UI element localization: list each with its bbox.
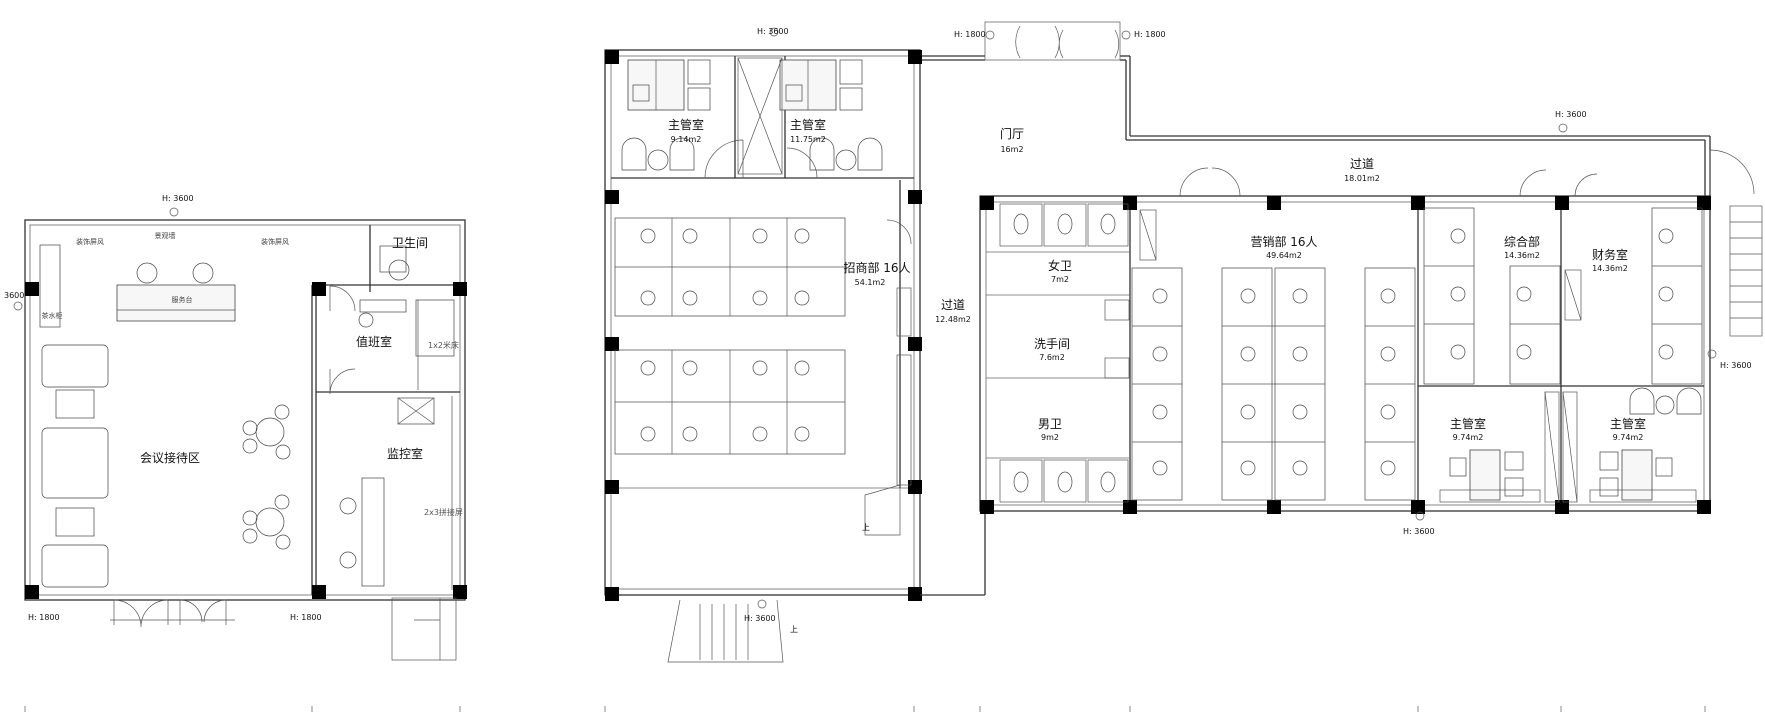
room-label-corridor-1: 过道: [941, 298, 965, 312]
elevation-mid-bottom: H: 3600: [744, 614, 776, 623]
room-label-mgr-3: 主管室: [1450, 416, 1486, 431]
room-area-mgr-3: 9.74m2: [1453, 433, 1484, 442]
room-area-mgr-2: 11.75m2: [790, 135, 826, 144]
elevation-left-top: H: 3600: [162, 194, 194, 203]
room-label-washroom: 洗手间: [1034, 337, 1070, 351]
room-area-finance: 14.36m2: [1592, 264, 1628, 273]
room-area-mgr-1: 9.14m2: [671, 135, 702, 144]
note-display: 景观墙: [155, 231, 176, 240]
room-area-lobby: 16m2: [1000, 145, 1023, 154]
elevation-door-left: H: 1800: [954, 30, 986, 39]
room-label-investment: 招商部 16人: [843, 260, 910, 275]
room-area-corridor-1: 12.48m2: [935, 315, 971, 324]
grid-ticks: [24, 706, 1706, 712]
elevation-left-side: 3600: [4, 291, 24, 300]
room-label-finance: 财务室: [1592, 247, 1628, 262]
elevation-left-bottom-1: H: 1800: [28, 613, 60, 622]
note-up-2: 上: [790, 625, 798, 634]
room-label-monitor: 监控室: [387, 446, 423, 461]
note-screen-1: 装饰屏风: [76, 237, 104, 246]
room-label-general: 综合部: [1504, 234, 1540, 249]
room-label-lobby: 门厅: [1000, 126, 1024, 141]
room-area-sales: 49.64m2: [1266, 251, 1302, 260]
room-area-investment: 54.1m2: [855, 278, 886, 287]
room-area-mgr-4: 9.74m2: [1613, 433, 1644, 442]
elevation-door-right: H: 1800: [1134, 30, 1166, 39]
left-building: 服务台 景观墙 装饰屏风 装饰屏风 茶水柜 1x2米床 2x3拼接屏 会议接待区…: [4, 194, 467, 661]
connector: 门厅 16m2 过道 12.48m2 H: 1800 H: 1800: [920, 21, 1711, 596]
room-area-washroom: 7.6m2: [1039, 353, 1065, 362]
room-label-reception: 会议接待区: [140, 450, 200, 465]
elevation-mid-top: H: 3600: [757, 27, 789, 36]
note-front-desk: 服务台: [172, 295, 193, 304]
room-label-mgr-1: 主管室: [668, 117, 704, 132]
room-area-mens: 9m2: [1041, 433, 1059, 442]
note-water: 茶水柜: [42, 311, 63, 320]
room-area-corridor-2: 18.01m2: [1344, 174, 1380, 183]
elevation-right-side: H: 3600: [1720, 361, 1752, 370]
room-area-womens: 7m2: [1051, 275, 1069, 284]
room-label-corridor-2: 过道: [1350, 157, 1374, 171]
note-up-1: 上: [862, 523, 870, 532]
workstations-bottom: [614, 349, 846, 455]
room-label-sales: 营销部 16人: [1250, 234, 1317, 249]
workstations-top: [614, 217, 846, 317]
room-label-restroom-left: 卫生间: [392, 236, 428, 250]
right-building: 过道 18.01m2 女卫 7m2 洗手间 7.6m2 男卫 9m2 营销部 1…: [979, 110, 1763, 536]
note-tv-wall: 2x3拼接屏: [424, 507, 463, 517]
room-label-womens: 女卫: [1048, 258, 1072, 273]
elevation-right-top: H: 3600: [1555, 110, 1587, 119]
elevation-left-bottom-2: H: 1800: [290, 613, 322, 622]
sales-workstations: [1131, 267, 1416, 501]
room-label-mgr-2: 主管室: [790, 117, 826, 132]
middle-building: 上 上 主管室 9.14m2 主管室 11.75m2 招商部 16人 54.1m…: [604, 27, 922, 663]
room-label-mgr-4: 主管室: [1610, 416, 1646, 431]
elevation-right-bottom: H: 3600: [1403, 527, 1435, 536]
room-label-mens: 男卫: [1038, 417, 1062, 431]
note-screen-2: 装饰屏风: [261, 237, 289, 246]
room-label-duty: 值班室: [356, 334, 392, 349]
note-bed: 1x2米床: [428, 340, 459, 350]
room-area-general: 14.36m2: [1504, 251, 1540, 260]
